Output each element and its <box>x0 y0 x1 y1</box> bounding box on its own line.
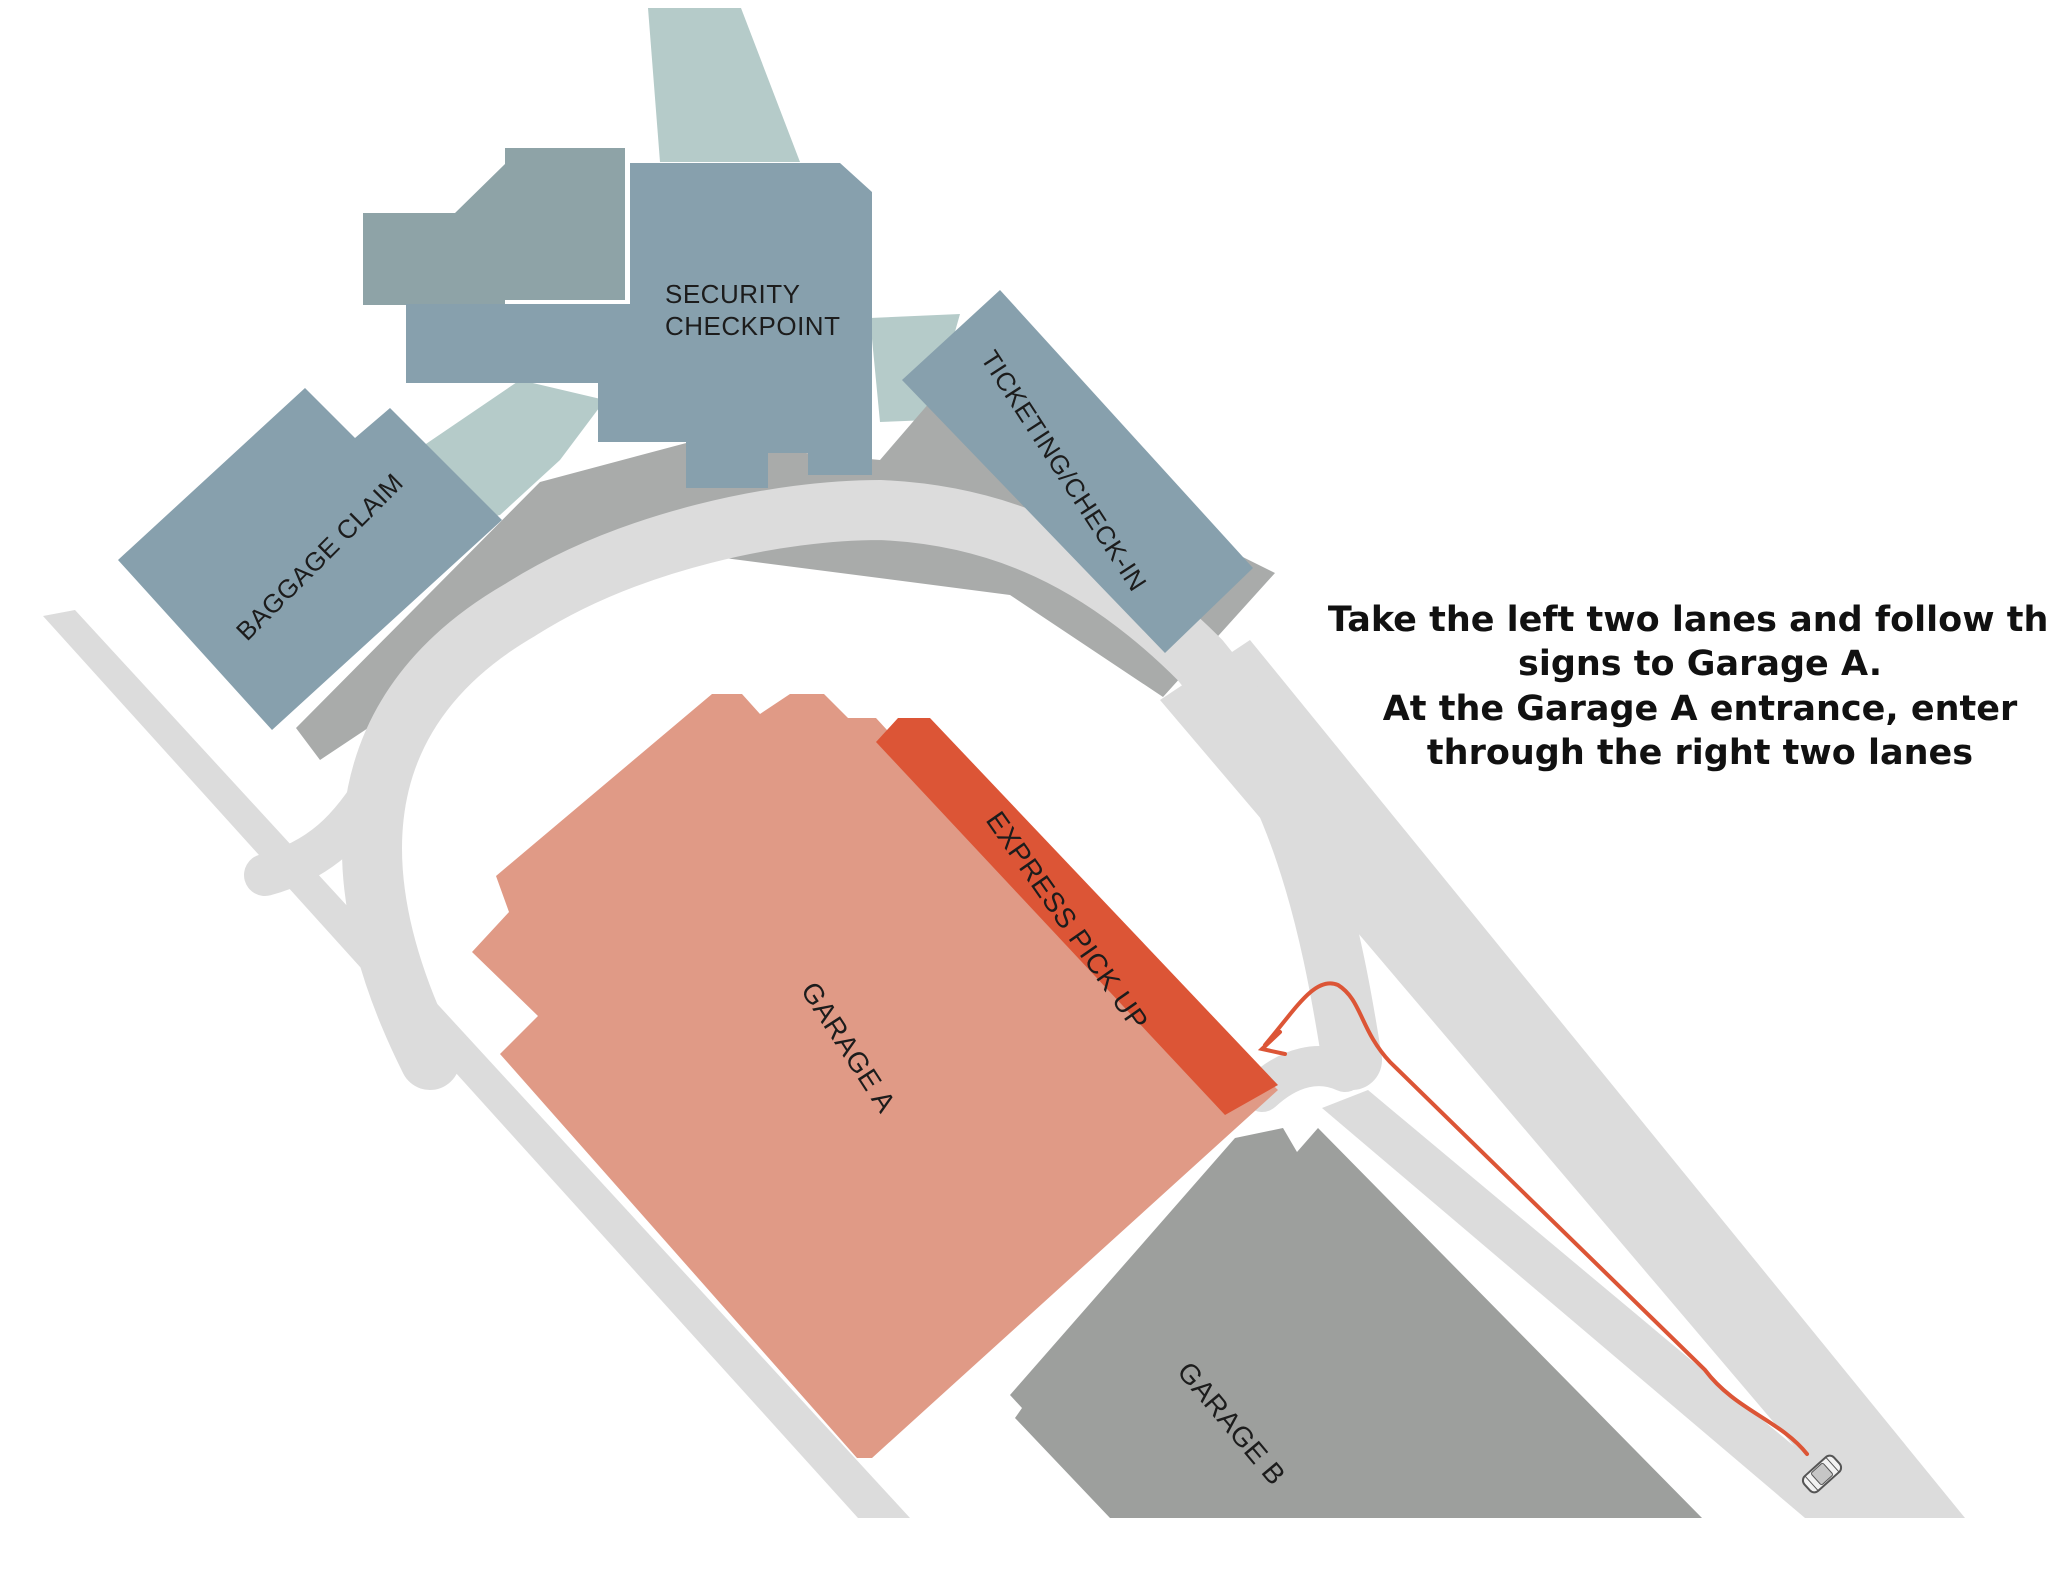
route-arrow-icon <box>1257 981 1809 1456</box>
security-checkpoint-label-line2: CHECKPOINT <box>665 311 840 341</box>
security-checkpoint-label-line1: SECURITY <box>665 279 800 309</box>
roads <box>43 479 1965 1518</box>
directions-line-2: signs to Garage A. <box>1518 644 1882 684</box>
express-pickup-zone <box>876 718 1278 1115</box>
car-icon <box>1801 1454 1843 1494</box>
directions-line-3: At the Garage A entrance, enter <box>1383 689 2018 729</box>
directions-line-1: Take the left two lanes and follow the <box>1328 600 2048 640</box>
terminal-buildings <box>118 148 1253 730</box>
garage-b-block <box>1010 1128 1702 1518</box>
garage-a-block <box>472 694 1278 1458</box>
directions-line-4: through the right two lanes <box>1427 733 1973 773</box>
directions-note: Take the left two lanes and follow the s… <box>1328 600 2048 773</box>
